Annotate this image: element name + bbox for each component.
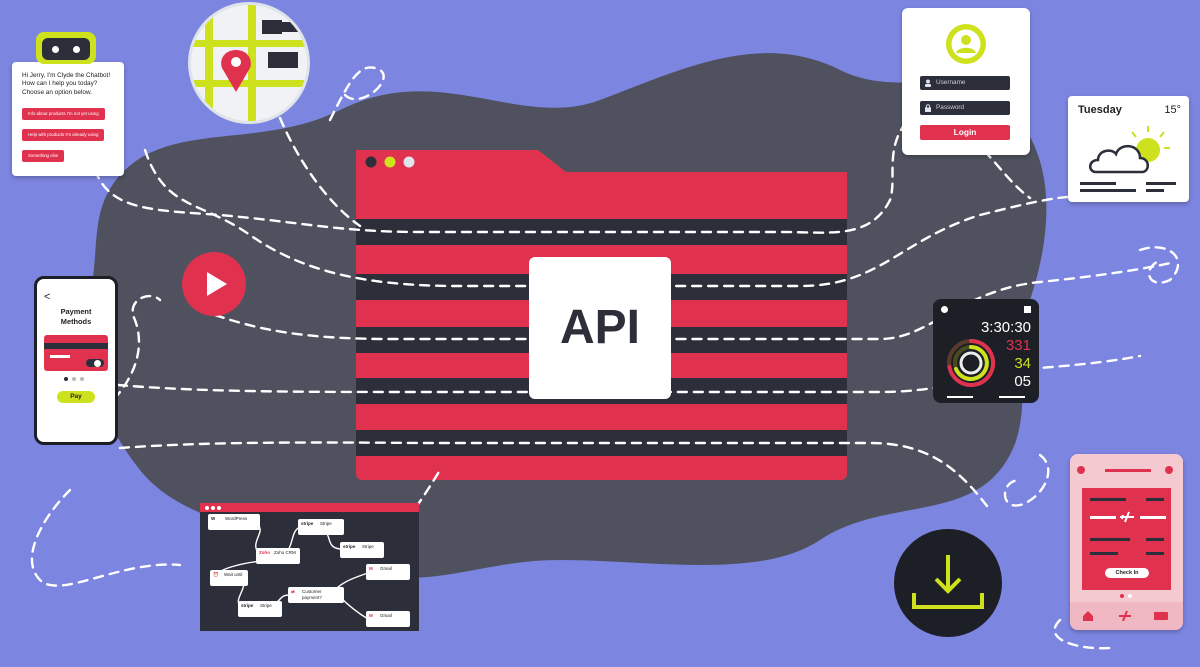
chatbot-option-button[interactable]: Something else bbox=[22, 150, 65, 162]
activity-rings-icon bbox=[947, 338, 996, 387]
login-button[interactable]: Login bbox=[920, 125, 1010, 140]
workflow-node[interactable]: M Gmail bbox=[366, 564, 410, 580]
ticket-icon[interactable] bbox=[1154, 612, 1168, 620]
weather-text-line bbox=[1080, 182, 1116, 185]
carousel-dot[interactable] bbox=[72, 377, 76, 381]
workflow-node[interactable]: stripe Stripe bbox=[238, 601, 282, 617]
weather-text-line bbox=[1080, 189, 1136, 192]
chatbot-option-button[interactable]: Info about products I'm not yet using bbox=[22, 108, 105, 120]
workflow-node[interactable]: stripe Stripe bbox=[340, 542, 384, 558]
workflow-node[interactable]: ⏰ Wait until bbox=[210, 570, 248, 586]
workflow-node[interactable]: Zoho Zoho CRM bbox=[256, 548, 300, 564]
carousel-dot[interactable] bbox=[64, 377, 68, 381]
weather-day: Tuesday bbox=[1078, 104, 1122, 116]
help-icon[interactable] bbox=[1077, 466, 1085, 474]
watch-move: 331 bbox=[1005, 337, 1031, 354]
watch-time: 3:30:30 bbox=[980, 319, 1031, 336]
workflow-node[interactable]: M Gmail bbox=[366, 611, 410, 627]
login-card: Username Password Login bbox=[902, 8, 1030, 155]
watch-stand: 05 bbox=[1014, 373, 1031, 390]
airplane-icon bbox=[1120, 511, 1134, 523]
user-icon bbox=[925, 79, 931, 87]
watch-button-icon bbox=[941, 306, 948, 313]
robot-eye-icon bbox=[73, 46, 80, 53]
payment-title: Payment Methods bbox=[60, 307, 92, 326]
weather-temperature: 15° bbox=[1164, 104, 1181, 116]
password-field[interactable]: Password bbox=[920, 101, 1010, 115]
username-field[interactable]: Username bbox=[920, 76, 1010, 90]
folder-window-dots bbox=[365, 156, 415, 168]
api-label-box: API bbox=[529, 257, 671, 399]
home-icon[interactable] bbox=[1082, 610, 1094, 621]
airplane-icon[interactable] bbox=[1119, 610, 1131, 621]
smartwatch: 3:30:30 331 34 05 bbox=[933, 299, 1039, 403]
payment-phone: < Payment Methods Pay bbox=[34, 276, 118, 445]
credit-card bbox=[44, 335, 108, 371]
carousel-dot[interactable] bbox=[80, 377, 84, 381]
tab-bar bbox=[1070, 602, 1183, 630]
play-icon bbox=[207, 272, 227, 296]
cloud-sun-icon bbox=[1089, 126, 1170, 174]
chatbot-robot-icon bbox=[36, 32, 96, 64]
flight-phone: Check In bbox=[1070, 454, 1183, 630]
workflow-window: W WordPress stripe Stripe Zoho Zoho CRM … bbox=[200, 503, 419, 631]
map-pin-icon bbox=[221, 50, 251, 92]
connection-lines bbox=[30, 66, 1180, 650]
workflow-node[interactable]: W WordPress bbox=[208, 514, 260, 530]
play-button[interactable] bbox=[182, 252, 246, 316]
watch-exercise: 34 bbox=[1014, 355, 1031, 372]
chatbot-option-button[interactable]: Help with products I'm already using bbox=[22, 129, 105, 141]
pay-button[interactable]: Pay bbox=[57, 391, 95, 403]
api-label: API bbox=[559, 301, 640, 354]
check-in-button[interactable]: Check In bbox=[1105, 568, 1149, 578]
weather-text-line bbox=[1146, 182, 1176, 185]
watch-button-icon bbox=[1024, 306, 1031, 313]
weather-text-line bbox=[1146, 189, 1164, 192]
robot-eye-icon bbox=[52, 46, 59, 53]
user-avatar-icon bbox=[946, 24, 986, 64]
weather-card: Tuesday 15° bbox=[1068, 96, 1189, 202]
back-icon[interactable]: < bbox=[44, 291, 51, 303]
workflow-node[interactable]: ⇄ Customer payment? bbox=[288, 587, 344, 603]
workflow-node[interactable]: stripe Stripe bbox=[298, 519, 344, 535]
download-button[interactable] bbox=[894, 529, 1002, 637]
chatbot-greeting: Hi Jerry, I'm Clyde the Chatbot! How can… bbox=[22, 72, 111, 96]
workflow-titlebar bbox=[200, 503, 419, 512]
chatbot-card: Hi Jerry, I'm Clyde the Chatbot! How can… bbox=[12, 62, 124, 176]
profile-icon[interactable] bbox=[1165, 466, 1173, 474]
lock-icon bbox=[925, 104, 931, 112]
download-icon bbox=[912, 555, 984, 609]
